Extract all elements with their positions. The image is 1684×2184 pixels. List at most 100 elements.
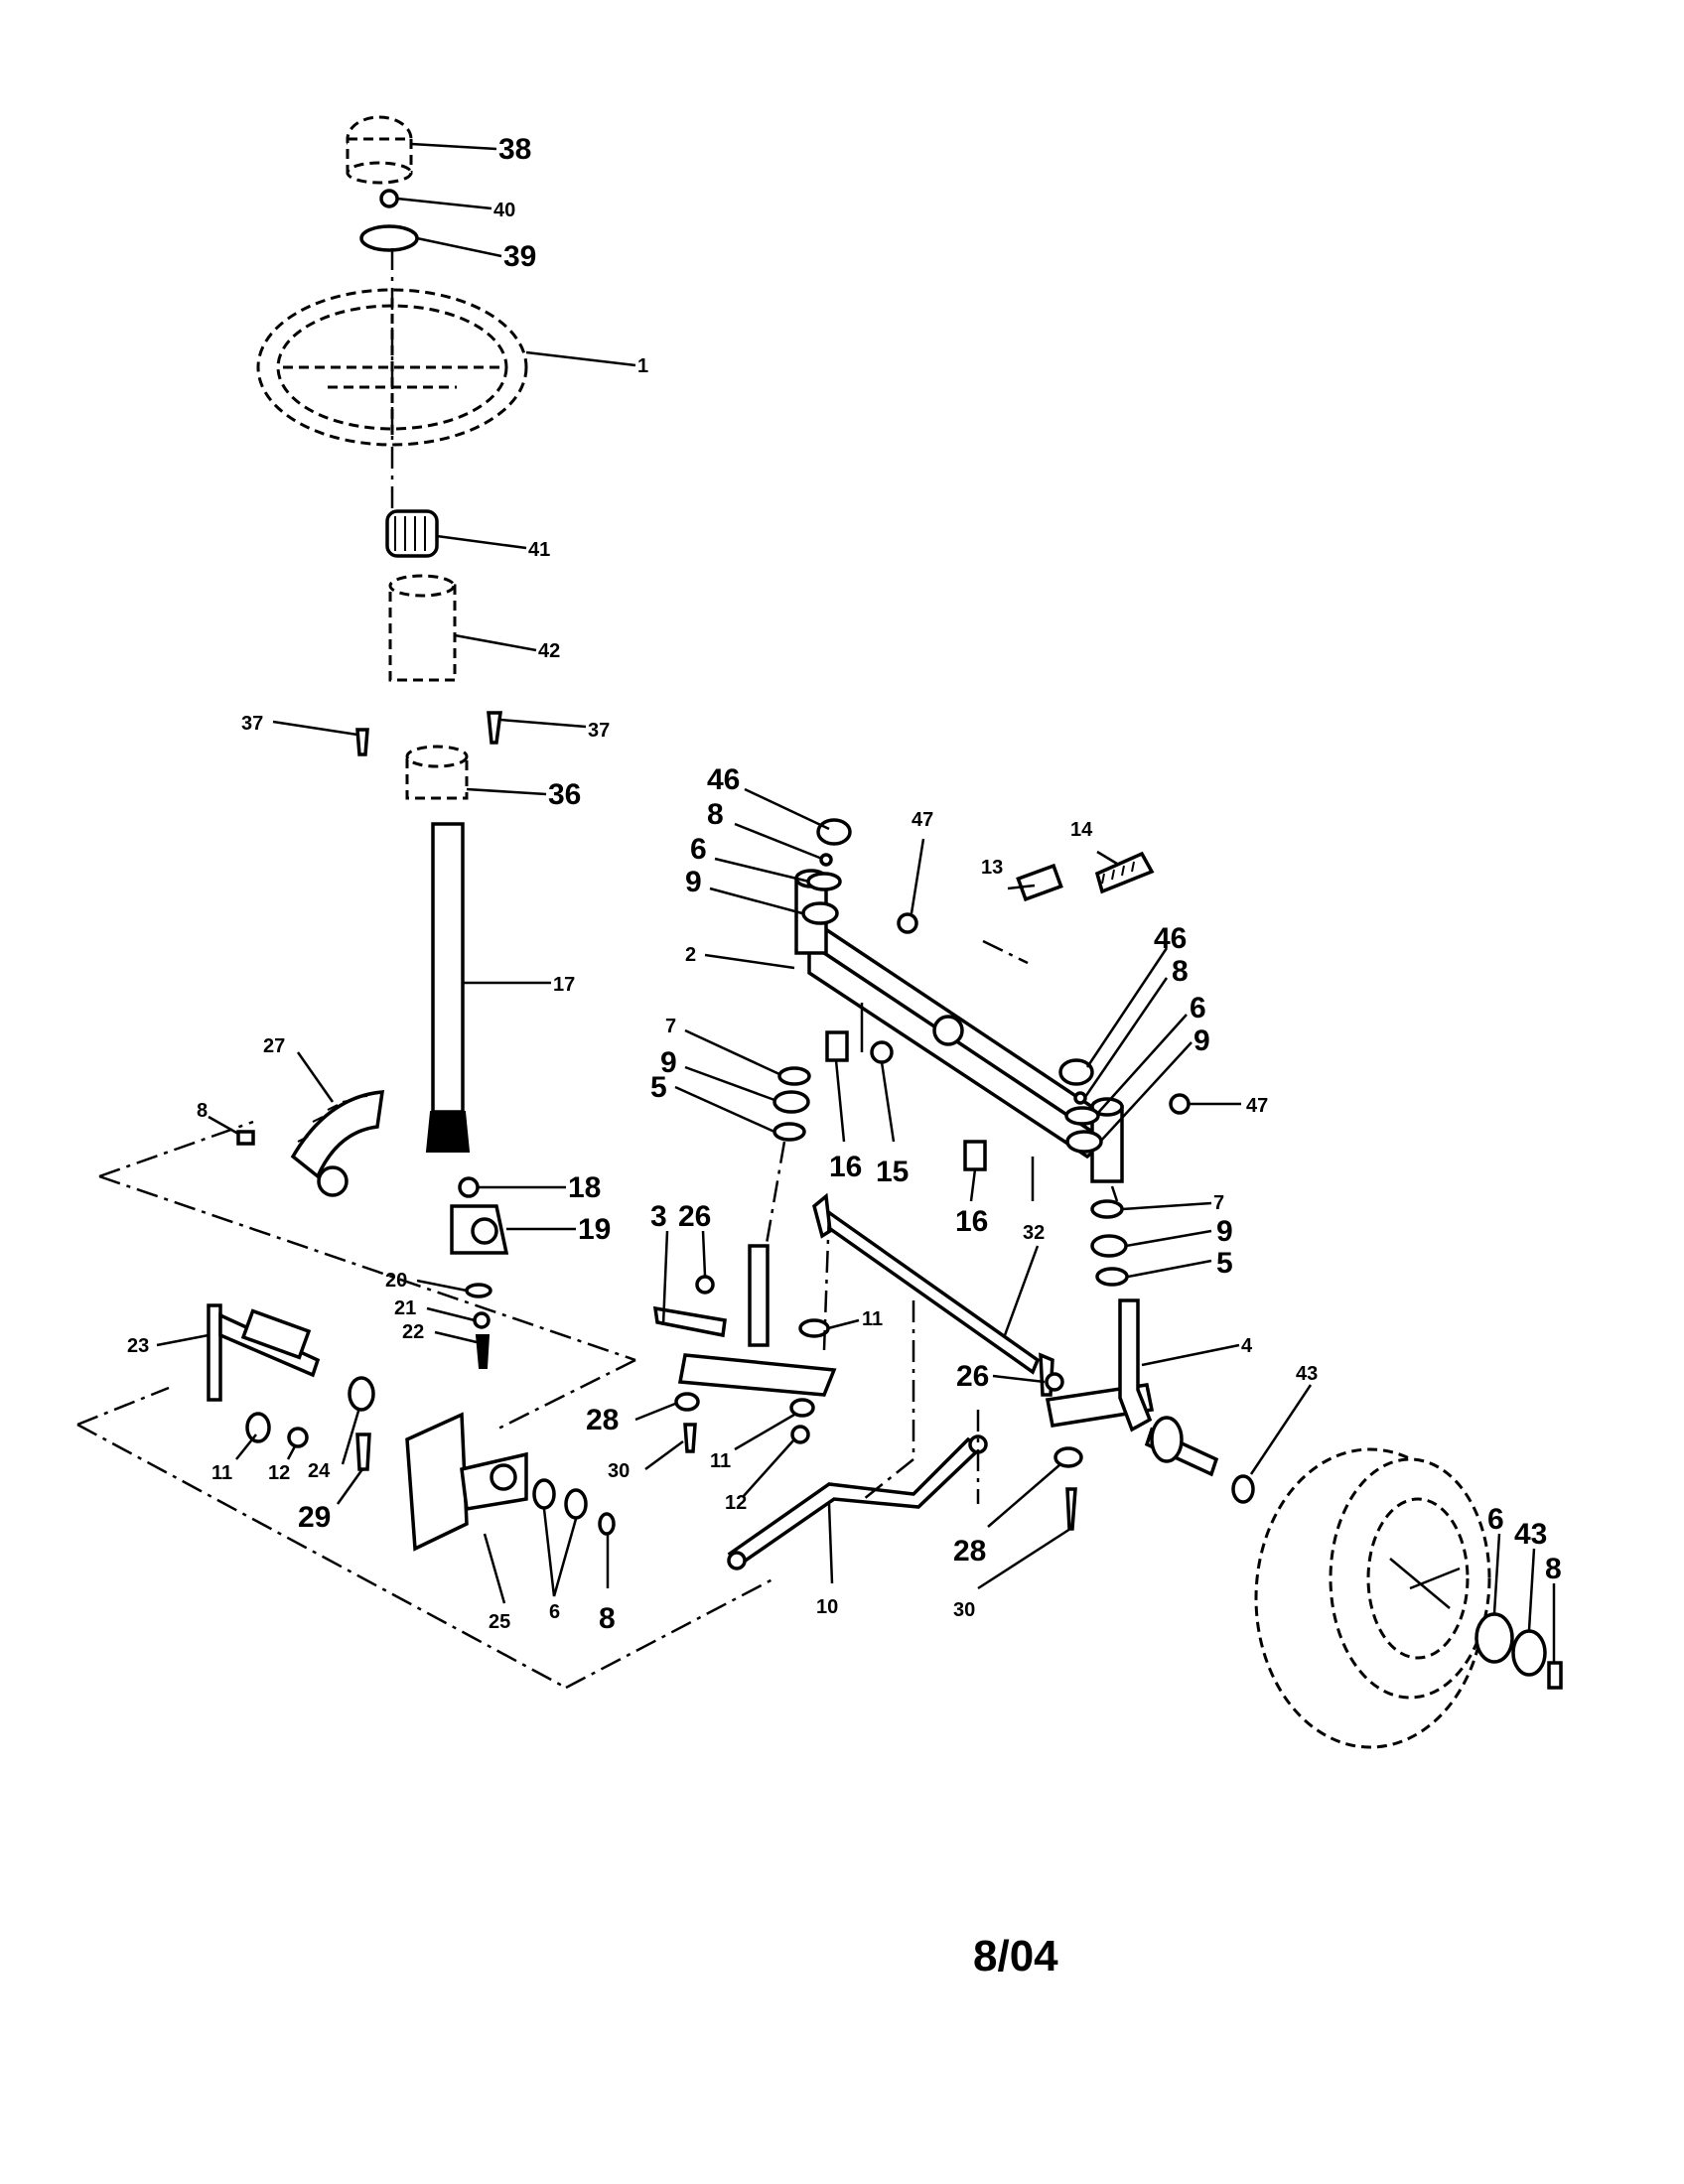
leader-8-gear: [208, 1115, 239, 1136]
leader-7-left: [684, 1028, 780, 1076]
washer-11-left: [245, 1412, 271, 1443]
leader-46-left: [744, 787, 830, 831]
bolt-14-thread: [1101, 861, 1135, 885]
callout-20: 20: [385, 1270, 407, 1292]
callout-2: 2: [685, 944, 696, 966]
leader-20: [416, 1279, 468, 1293]
callout-15: 15: [876, 1156, 909, 1188]
washer-5-right: [1095, 1267, 1129, 1287]
bolt-29: [355, 1433, 371, 1471]
leader-8-right: [1083, 977, 1169, 1098]
sector-gear-teeth: [297, 1095, 368, 1143]
callout-32: 32: [1023, 1222, 1045, 1244]
grease-fitting-47-left: [897, 912, 918, 934]
bushing-tube: [240, 1308, 312, 1360]
cap-46-right: [1058, 1058, 1094, 1086]
callout-11-lower: 11: [710, 1450, 731, 1472]
washer-28-right: [1053, 1446, 1083, 1468]
leader-1: [525, 350, 636, 367]
leader-37-right: [499, 718, 587, 729]
leader-40: [396, 197, 492, 210]
leader-11-middle: [827, 1318, 860, 1330]
callout-27: 27: [263, 1035, 285, 1057]
column-bushing-42: [388, 584, 457, 682]
callout-28-left: 28: [586, 1404, 619, 1436]
callout-6-right: 6: [1190, 992, 1206, 1024]
callout-14: 14: [1070, 819, 1093, 841]
steering-bracket-assembly: [76, 1303, 775, 1690]
leader-30-right: [977, 1527, 1071, 1590]
leader-24: [341, 1407, 361, 1465]
cotter-30-right: [1065, 1487, 1077, 1531]
callout-40: 40: [493, 200, 515, 221]
adapter-splines: [394, 516, 426, 551]
spindle-assembly: [652, 1192, 1255, 1570]
wheel-hub-lines: [1389, 1558, 1461, 1609]
leader-27: [296, 1051, 335, 1103]
leader-28-right: [987, 1463, 1061, 1528]
phantom-drag-link: [822, 1210, 980, 1504]
callout-29: 29: [298, 1501, 331, 1534]
leader-5-left: [674, 1085, 775, 1134]
callout-5-left: 5: [650, 1071, 667, 1104]
clip-8-left: [819, 853, 833, 867]
spindle-3-shaft: [748, 1244, 770, 1347]
drag-link-23: [207, 1303, 222, 1402]
wheel-rim: [1366, 1497, 1470, 1660]
callout-26-right: 26: [956, 1360, 989, 1393]
leader-11-lower: [734, 1413, 795, 1451]
callout-12-left: 12: [268, 1462, 290, 1484]
leader-3: [661, 1230, 669, 1326]
callout-17: 17: [553, 974, 575, 996]
leader-12-left: [286, 1443, 298, 1460]
washer-43-axle: [1231, 1474, 1255, 1504]
bushing-top: [388, 574, 456, 598]
callout-37-right: 37: [588, 720, 610, 742]
clip-8-right: [1073, 1091, 1087, 1105]
callout-9-right: 9: [1193, 1024, 1210, 1057]
callout-46-left: 46: [707, 763, 740, 796]
clip-8-bracket: [598, 1512, 616, 1536]
washer-6-wheel: [1474, 1612, 1514, 1664]
gear-hub: [317, 1165, 349, 1197]
washer-18: [458, 1176, 480, 1198]
bearing-9-left: [801, 901, 839, 925]
leader-41: [436, 534, 527, 550]
pin-8-gear: [236, 1130, 255, 1146]
leader-37-left: [272, 720, 358, 737]
leader-46-right: [1085, 947, 1169, 1068]
callout-9-left-lower: 9: [660, 1046, 677, 1079]
callout-8-gear: 8: [197, 1100, 208, 1122]
leader-29: [336, 1468, 364, 1505]
leader-9-left-lower: [684, 1065, 775, 1102]
leader-26-right: [992, 1374, 1046, 1384]
leader-36: [466, 787, 547, 796]
sector-gear-27: [290, 1090, 385, 1179]
leader-5-right: [1127, 1259, 1212, 1279]
leader-43-axle: [1249, 1384, 1313, 1475]
callout-16-left: 16: [829, 1151, 862, 1183]
callout-6-bracket: 6: [549, 1601, 560, 1623]
washer-26-left: [695, 1275, 715, 1295]
washer-39: [359, 224, 419, 252]
nut-12-middle: [790, 1425, 810, 1444]
spindle-3-axle: [652, 1305, 727, 1338]
callout-22: 22: [402, 1321, 424, 1343]
callout-8-right: 8: [1172, 955, 1189, 988]
washer-26-right: [1045, 1372, 1064, 1392]
callout-47-right: 47: [1246, 1095, 1268, 1117]
leader-16-left: [834, 1059, 846, 1143]
callout-37-left: 37: [241, 713, 263, 735]
leader-42: [454, 633, 537, 652]
front-wheel-assembly: [1254, 1447, 1563, 1749]
leader-11-left: [235, 1433, 257, 1460]
leader-6-right: [1096, 1014, 1188, 1115]
leader-9-right: [1099, 1041, 1193, 1143]
callout-16-right: 16: [955, 1205, 988, 1238]
leader-4: [1141, 1343, 1240, 1367]
callout-19: 19: [578, 1213, 611, 1246]
drag-link-end-left: [727, 1551, 747, 1570]
callout-4: 4: [1241, 1335, 1253, 1357]
callout-12-middle: 12: [725, 1492, 747, 1514]
callout-11-middle: 11: [862, 1308, 883, 1330]
